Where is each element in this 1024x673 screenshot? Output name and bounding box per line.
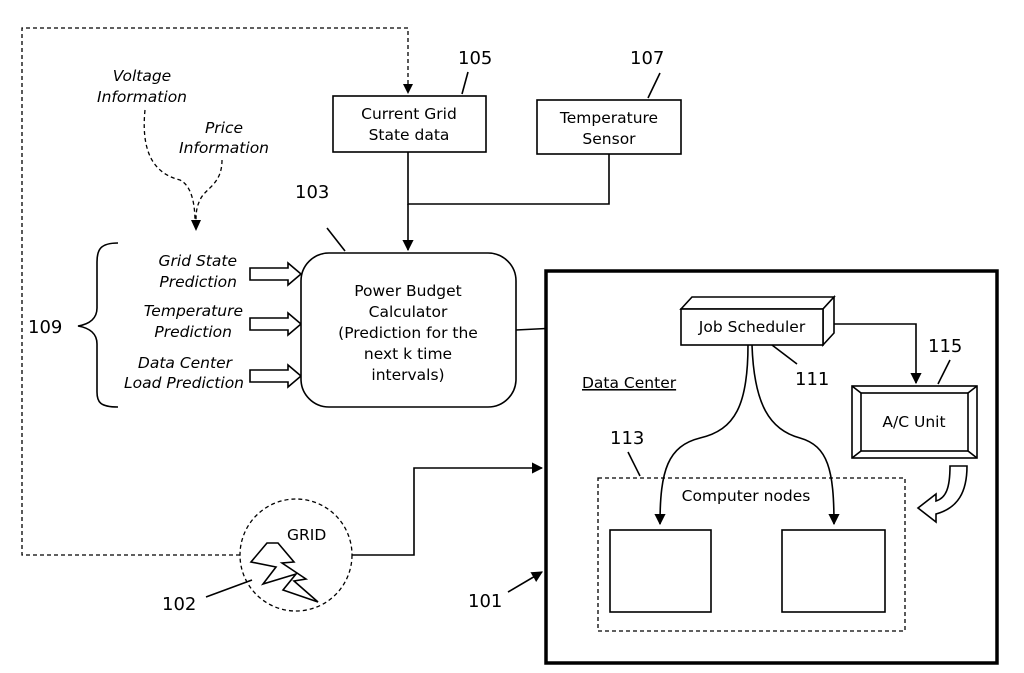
grid-feedback-dashed-line [21, 27, 409, 556]
ref-109: 109 [28, 317, 62, 338]
load-pred-2: Load Prediction [124, 374, 244, 392]
data-center-label: Data Center [582, 374, 677, 392]
voltage-dashed-curve [143, 109, 196, 223]
ref-115: 115 [928, 336, 962, 357]
scheduler-to-node-1 [654, 344, 749, 526]
load-hollow-arrow [249, 363, 303, 389]
pbc-label-2: Calculator [369, 303, 448, 321]
price-label-2: Information [179, 139, 269, 157]
ref-103: 103 [295, 182, 329, 203]
grid-to-datacenter-arrow [352, 462, 544, 556]
ref-101: 101 [468, 591, 502, 612]
scheduler-to-ac-arrow [834, 323, 922, 385]
ac-unit-bevel [851, 385, 978, 459]
grid-label: GRID [287, 526, 326, 544]
leader-111 [771, 344, 798, 365]
ref-113: 113 [610, 428, 644, 449]
temp-pred-1: Temperature [144, 302, 243, 320]
pbc-label-5: intervals) [371, 366, 444, 384]
grid-state-pred-2: Prediction [159, 273, 237, 291]
grid-state-pred-1: Grid State [159, 252, 237, 270]
leader-113 [627, 451, 641, 477]
temp-sensor-label-2: Sensor [582, 130, 636, 148]
voltage-label-2: Information [97, 88, 187, 106]
current-grid-state-box [332, 95, 487, 153]
sensor-merge-line [407, 152, 610, 205]
scheduler-top-face [679, 296, 836, 310]
pbc-label-1: Power Budget [354, 282, 462, 300]
ref-102: 102 [162, 594, 196, 615]
grid-state-hollow-arrow [249, 261, 303, 287]
price-label-1: Price [205, 119, 243, 137]
grid-feedback-arrowhead [403, 84, 413, 94]
leader-103 [326, 227, 346, 252]
leader-101 [507, 571, 543, 593]
computer-nodes-label: Computer nodes [682, 487, 811, 505]
ref-105: 105 [458, 48, 492, 69]
temp-pred-2: Prediction [154, 323, 232, 341]
scheduler-to-node-2 [751, 344, 840, 526]
current-grid-label-1: Current Grid [361, 105, 457, 123]
pbc-label-4: next k time [364, 345, 452, 363]
computer-node-2 [781, 529, 886, 613]
job-scheduler-box [680, 308, 824, 346]
job-scheduler-label: Job Scheduler [698, 318, 806, 336]
pbc-label-3: (Prediction for the [338, 324, 478, 342]
current-grid-label-2: State data [369, 126, 450, 144]
load-pred-1: Data Center [138, 354, 234, 372]
computer-nodes-region [597, 477, 906, 632]
ref-107: 107 [630, 48, 664, 69]
temperature-sensor-box [536, 99, 682, 155]
brace-109 [77, 242, 119, 408]
leader-115 [937, 359, 951, 385]
price-dashed-curve [195, 159, 223, 223]
ac-unit-label: A/C Unit [882, 413, 945, 431]
temp-hollow-arrow [249, 311, 303, 337]
voltage-label-1: Voltage [113, 67, 171, 85]
leader-102 [205, 579, 253, 598]
leader-105 [461, 71, 469, 95]
info-arrowhead [191, 220, 201, 231]
temp-sensor-label-1: Temperature [559, 109, 658, 127]
ref-111: 111 [795, 369, 829, 390]
lightning-bolt-icon [249, 542, 319, 603]
computer-node-1 [609, 529, 712, 613]
ac-unit-inner [860, 392, 969, 452]
cooling-curved-arrow [916, 465, 968, 524]
leader-107 [647, 72, 661, 99]
